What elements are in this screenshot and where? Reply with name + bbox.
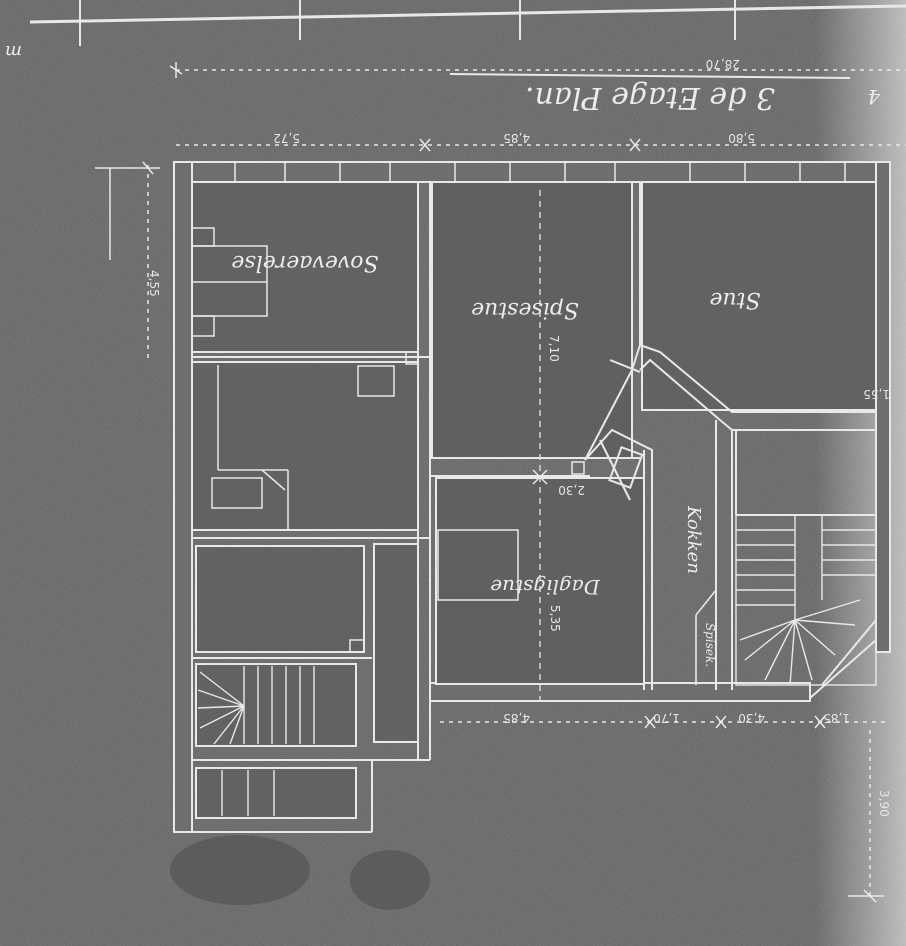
corridor-left: [373, 543, 419, 743]
left-staircase: [197, 666, 315, 745]
closet-left: [195, 767, 357, 819]
center-walls: [430, 182, 653, 690]
drawing-room-fixtures: [437, 461, 585, 601]
dim-bottom-a: 1,70: [653, 711, 680, 725]
closet-details: [221, 770, 275, 816]
label-drawing: Dagligstue: [490, 575, 600, 599]
room-bedroom: [191, 181, 419, 353]
title-group: 3 de Etage Plan.: [449, 73, 851, 115]
right-dimension-line: 3,90 1,55: [848, 387, 891, 903]
left-wing: [191, 181, 419, 819]
room-parlor: [641, 181, 877, 411]
dim-right-small: 1,55: [863, 387, 890, 401]
top-dimension-line: 5,72 4,85 5,80: [176, 131, 906, 152]
dim-left-vertical: 4,55: [147, 270, 161, 297]
dim-center-upper: 7,10: [547, 335, 561, 362]
dim-top-right: 5,80: [728, 131, 755, 145]
top-windows: [234, 162, 846, 182]
dim-right-vertical: 3,90: [877, 790, 891, 817]
dim-bottom-c: 1,85: [823, 711, 850, 725]
stair-left: [195, 663, 357, 747]
dim-bottom-b: 4,30: [738, 711, 765, 725]
dim-center-small: 2,30: [558, 483, 585, 497]
left-inner-walls: [180, 182, 431, 833]
dim-top-mid: 4,85: [503, 131, 530, 145]
room-dining: [431, 181, 633, 459]
dim-top-left: 5,72: [273, 131, 300, 145]
bottom-dimension-line: 4,85 1,70 4,30 1,85: [440, 711, 890, 729]
overall-dimension-line: 28,70: [169, 57, 906, 78]
left-dimension-line: 4,55: [95, 161, 161, 360]
bed: [191, 227, 268, 337]
right-edge-walls: [735, 412, 877, 640]
center-rooms: [431, 181, 645, 685]
ink-smudges: [170, 835, 430, 910]
label-kitchen: Kokken: [683, 505, 704, 574]
label-parlor: Stue: [709, 287, 760, 312]
room-left-middle: [191, 361, 419, 531]
angled-walls: [584, 343, 876, 690]
scale-mark: m: [5, 41, 22, 62]
dim-center-lower: 5,35: [548, 605, 562, 632]
sheet-border: [29, 0, 906, 46]
label-bedroom: Sovevaerelse: [231, 250, 378, 275]
label-dining: Spisestue: [471, 297, 579, 322]
pantry: [695, 589, 717, 685]
overall-dimension: 28,70: [706, 57, 740, 71]
room-left-lower: [195, 545, 365, 653]
right-staircase: [735, 514, 877, 699]
left-middle-fixtures: [211, 351, 419, 653]
label-pantry: Spisek.: [703, 623, 717, 667]
right-rooms: [641, 181, 877, 411]
dim-bottom-mid: 4,85: [503, 711, 530, 725]
plan-title: 3 de Etage Plan.: [525, 80, 775, 115]
sheet-number: 4: [867, 85, 881, 109]
